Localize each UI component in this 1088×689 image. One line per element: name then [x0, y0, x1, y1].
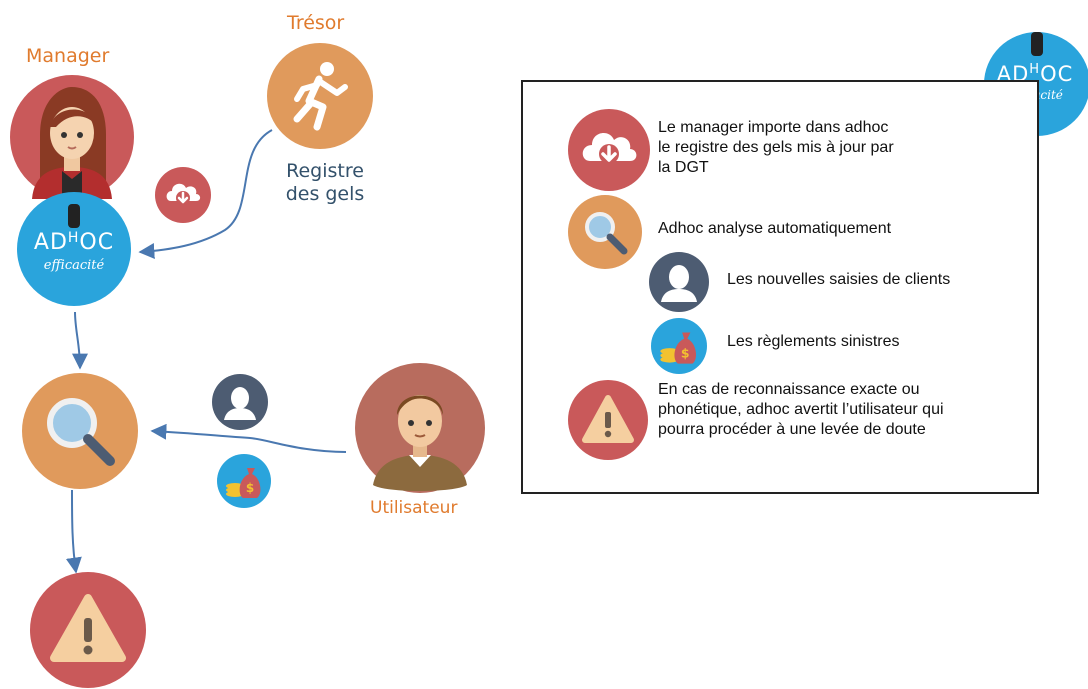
arrow-adhoc-to-search [71, 311, 88, 370]
utilisateur-avatar [355, 363, 485, 493]
legend-warning-triangle-icon [568, 380, 648, 460]
legend-import-line1: Le manager importe dans adhoc [658, 119, 889, 136]
arrow-search-to-warning [65, 489, 82, 574]
tresor-label: Trésor [287, 12, 345, 34]
running-man-icon [267, 43, 373, 149]
logo-h: H [67, 230, 80, 246]
legend-box: Le manager importe dans adhoc le registr… [521, 80, 1039, 494]
legend-cloud-download-icon [568, 109, 650, 191]
svg-text:$: $ [246, 481, 254, 495]
registre-line1: Registre [286, 160, 364, 182]
legend-import-line3: la DGT [658, 159, 709, 176]
cloud-download-icon [155, 167, 211, 223]
adhoc-logo-graphic [17, 192, 131, 306]
logo-right-h: H [1029, 62, 1041, 77]
arrow-user-to-search [150, 423, 347, 453]
arrow-registre-to-adhoc [138, 129, 273, 260]
logo-oc: OC [79, 230, 115, 255]
legend-import-line2: le registre des gels mis à jour par [658, 139, 894, 156]
legend-alerte-line3: pourra procéder à une levée de doute [658, 421, 926, 438]
utilisateur-label: Utilisateur [370, 498, 458, 518]
svg-text:$: $ [681, 345, 690, 360]
warning-triangle-icon [30, 572, 146, 688]
legend-money-bag-icon: $ [651, 318, 707, 374]
legend-alerte-line1: En cas de reconnaissance exacte ou [658, 381, 920, 398]
manager-avatar [10, 75, 134, 199]
logo-right-oc: OC [1040, 62, 1074, 86]
legend-alerte-line2: phonétique, adhoc avertit l’utilisateur … [658, 401, 944, 418]
adhoc-logo-left: ADHOC efficacité [17, 192, 131, 306]
legend-user-silhouette-icon [649, 252, 709, 312]
adhoc-logo-tagline: efficacité [43, 258, 105, 273]
registre-label: Registre des gels [270, 160, 380, 206]
manager-label: Manager [26, 45, 110, 67]
legend-reglements-text: Les règlements sinistres [727, 333, 900, 350]
money-bag-icon: $ [217, 454, 271, 508]
legend-analyse-text: Adhoc analyse automatiquement [658, 220, 892, 237]
legend-clients-text: Les nouvelles saisies de clients [727, 271, 951, 288]
logo-ad: AD [33, 230, 68, 255]
legend-import-text: Le manager importe dans adhoc le registr… [658, 118, 894, 178]
registre-line2: des gels [285, 183, 365, 205]
magnifier-icon [22, 373, 138, 489]
user-silhouette-icon [212, 374, 268, 430]
legend-magnifier-icon [568, 195, 642, 269]
legend-alerte-text: En cas de reconnaissance exacte ou phoné… [658, 380, 944, 440]
adhoc-logo-wordmark: ADHOC [17, 230, 131, 255]
